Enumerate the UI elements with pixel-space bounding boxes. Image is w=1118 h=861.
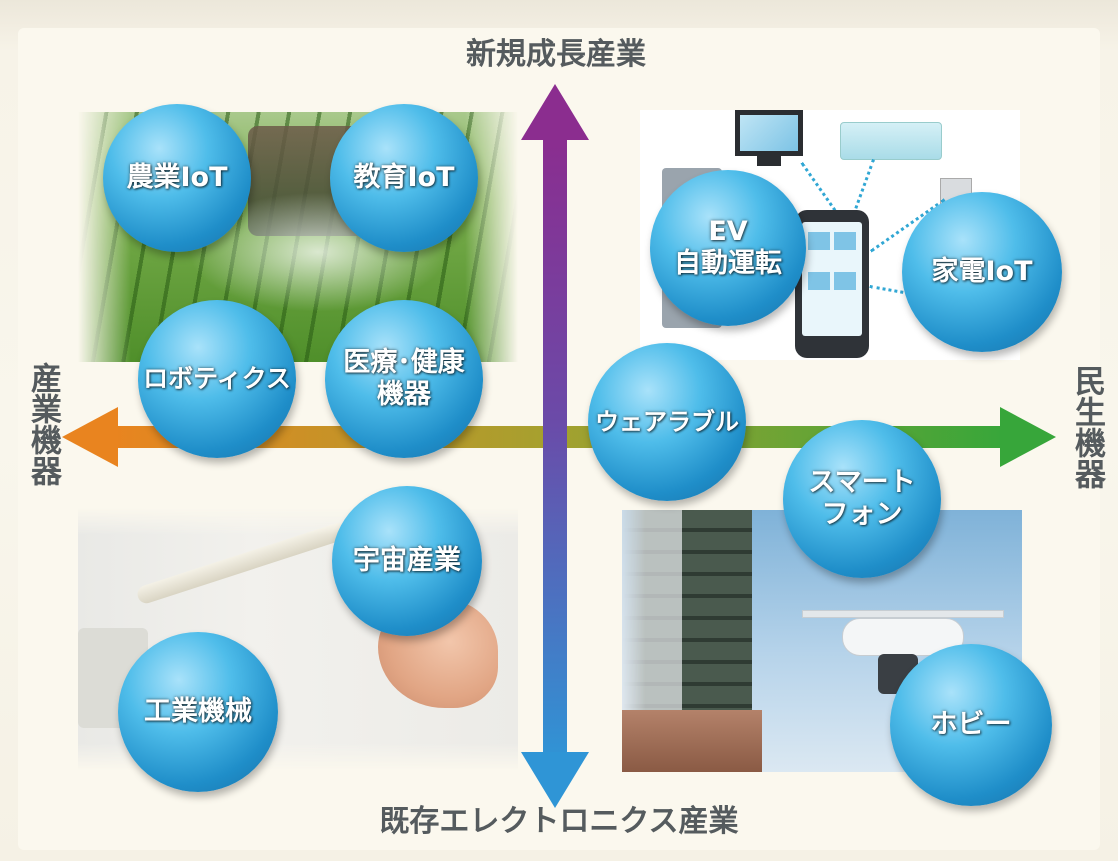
roof-image	[622, 710, 762, 772]
bubble-label: 農業IoT	[126, 161, 228, 193]
air-conditioner-icon	[840, 122, 942, 160]
bubble-label: 工業機械	[144, 695, 252, 727]
bubble-label: 家電IoT	[931, 255, 1033, 287]
arrowhead-up-icon	[521, 84, 589, 140]
bubble-label: 医療･健康 機器	[343, 346, 465, 410]
bubble-label: ウェアラブル	[595, 407, 739, 436]
bubble-appliance-iot: 家電IoT	[902, 192, 1062, 352]
bubble-hobby: ホビー	[890, 644, 1052, 806]
axis-label-left: 産業機器	[25, 362, 61, 486]
bubble-smartphone: スマート フォン	[783, 420, 941, 578]
axis-label-top: 新規成長産業	[0, 38, 1118, 72]
bubble-space: 宇宙産業	[332, 486, 482, 636]
bubble-industrial: 工業機械	[118, 632, 278, 792]
vertical-axis-arrow	[521, 84, 589, 808]
bubble-label: スマート フォン	[808, 466, 916, 530]
bubble-label: 宇宙産業	[353, 544, 461, 576]
bubble-edu-iot: 教育IoT	[330, 104, 478, 252]
bubble-agri-iot: 農業IoT	[103, 104, 251, 252]
axis-label-top-text: 新規成長産業	[466, 37, 646, 72]
bubble-label: ロボティクス	[143, 364, 291, 393]
bubble-wearable: ウェアラブル	[588, 343, 746, 501]
bubble-label: ホビー	[930, 708, 1012, 740]
smartphone-icon	[795, 210, 869, 358]
bubble-medical: 医療･健康 機器	[325, 300, 483, 458]
smartphone-screen	[802, 222, 862, 336]
axis-label-right: 民生機器	[1069, 365, 1105, 489]
bubble-robotics: ロボティクス	[138, 300, 296, 458]
axis-label-bottom: 既存エレクトロニクス産業	[379, 804, 739, 839]
bubble-label: 教育IoT	[353, 161, 455, 193]
bubble-label: EV 自動運転	[674, 215, 782, 279]
tv-icon	[735, 110, 803, 156]
tv-stand-icon	[757, 156, 781, 166]
arrowhead-down-icon	[521, 752, 589, 808]
drone-arm-image	[802, 610, 1004, 618]
arrowhead-right-icon	[1000, 407, 1056, 467]
bubble-ev: EV 自動運転	[650, 170, 806, 326]
arrowhead-left-icon	[62, 407, 118, 467]
